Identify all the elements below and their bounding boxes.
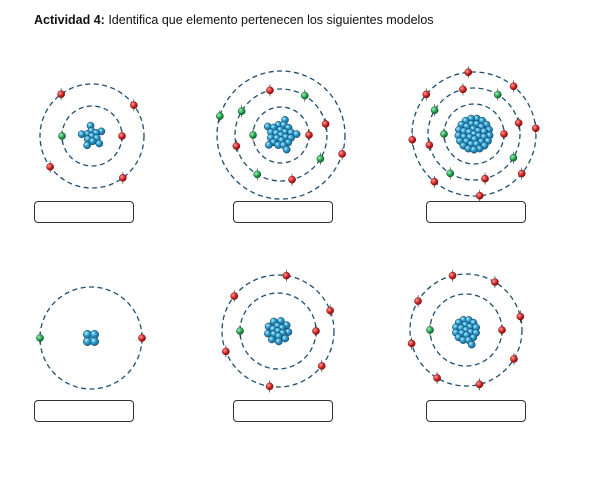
nucleus-particle <box>95 139 104 148</box>
electron-red <box>407 339 416 348</box>
electron-red <box>510 355 518 363</box>
nucleus-particle <box>265 141 273 149</box>
atom-model-1 <box>39 83 145 189</box>
electron-green <box>58 132 66 140</box>
nucleus-particle <box>274 337 283 346</box>
electron-red <box>305 131 313 139</box>
nucleus-particle <box>77 130 86 139</box>
electron-red <box>232 142 241 150</box>
electron-red <box>57 90 65 98</box>
electron-red <box>312 327 320 335</box>
electron-green <box>253 170 262 179</box>
orbit-2 <box>427 87 521 181</box>
electron-red <box>422 90 431 99</box>
electron-green <box>237 107 246 116</box>
electron-red <box>464 68 473 77</box>
nucleus-particle <box>467 340 476 349</box>
nucleus <box>263 116 301 154</box>
nucleus <box>452 316 480 349</box>
electron-red <box>46 163 54 171</box>
electron-green <box>249 131 257 139</box>
electron-red <box>338 150 346 158</box>
orbit-3 <box>216 70 346 200</box>
atom-model-2 <box>216 70 346 200</box>
electron-red <box>509 82 518 91</box>
nucleus-particle <box>292 130 301 138</box>
nucleus <box>264 317 293 346</box>
nucleus-particle <box>282 145 291 154</box>
activity-instructions: Identifica que elemento pertenecen los s… <box>104 13 434 27</box>
nucleus-particle <box>268 335 276 344</box>
electron-green <box>446 169 455 178</box>
electron-green <box>36 334 44 342</box>
electron-red <box>491 278 499 286</box>
electron-red <box>266 86 274 95</box>
orbit-2 <box>234 88 328 182</box>
electron-green <box>300 91 309 100</box>
orbit-2 <box>221 274 335 388</box>
nucleus-particle <box>90 337 99 346</box>
electron-red <box>500 130 508 138</box>
electron-red <box>321 120 330 128</box>
nucleus-particle <box>470 145 478 154</box>
electron-red <box>138 334 146 342</box>
electron-red <box>531 124 540 133</box>
atom-model-3 <box>408 66 540 202</box>
electron-red <box>481 174 489 183</box>
electron-red <box>265 382 274 391</box>
nucleus-particle <box>83 141 91 150</box>
atom-model-4 <box>36 286 146 390</box>
electron-green <box>316 154 325 163</box>
nucleus <box>83 330 99 346</box>
electron-red <box>414 297 422 305</box>
orbit-2 <box>409 273 523 387</box>
orbit-2 <box>39 83 145 189</box>
electron-red <box>448 271 457 280</box>
electron-red <box>516 312 525 321</box>
electron-red <box>326 306 334 315</box>
electron-red <box>222 347 230 356</box>
electron-green <box>440 130 448 138</box>
electron-red <box>230 292 239 300</box>
atom-model-5 <box>221 269 335 393</box>
electron-red <box>118 132 126 140</box>
answer-box-3[interactable] <box>426 201 526 223</box>
electron-green <box>426 326 434 334</box>
electron-red <box>317 362 326 370</box>
electron-red <box>130 101 138 109</box>
electron-red <box>475 380 484 389</box>
electron-red <box>514 119 523 127</box>
electron-green <box>236 327 244 335</box>
answer-box-5[interactable] <box>233 400 333 422</box>
electron-red <box>433 374 441 382</box>
electron-green <box>430 106 439 115</box>
electron-red <box>459 85 467 94</box>
answer-box-1[interactable] <box>34 201 134 223</box>
answer-box-2[interactable] <box>233 201 333 223</box>
answer-box-4[interactable] <box>34 400 134 422</box>
activity-label: Actividad 4: <box>34 13 105 27</box>
electron-red <box>119 174 127 182</box>
electron-red <box>517 169 526 178</box>
electron-green <box>493 90 502 99</box>
answer-box-6[interactable] <box>426 400 526 422</box>
nucleus <box>77 121 106 150</box>
electron-red <box>288 175 296 184</box>
electron-red <box>475 191 484 200</box>
electron-green <box>216 112 224 120</box>
electron-red <box>282 271 291 280</box>
atom-model-6 <box>407 269 525 391</box>
orbit-1 <box>39 286 143 390</box>
nucleus-particle <box>281 334 290 343</box>
electron-green <box>509 153 518 162</box>
electron-red <box>498 326 506 334</box>
activity-title: Actividad 4: Identifica que elemento per… <box>34 13 434 27</box>
electron-red <box>425 141 434 149</box>
nucleus <box>454 114 494 154</box>
electron-red <box>408 135 417 144</box>
electron-red <box>430 177 439 186</box>
